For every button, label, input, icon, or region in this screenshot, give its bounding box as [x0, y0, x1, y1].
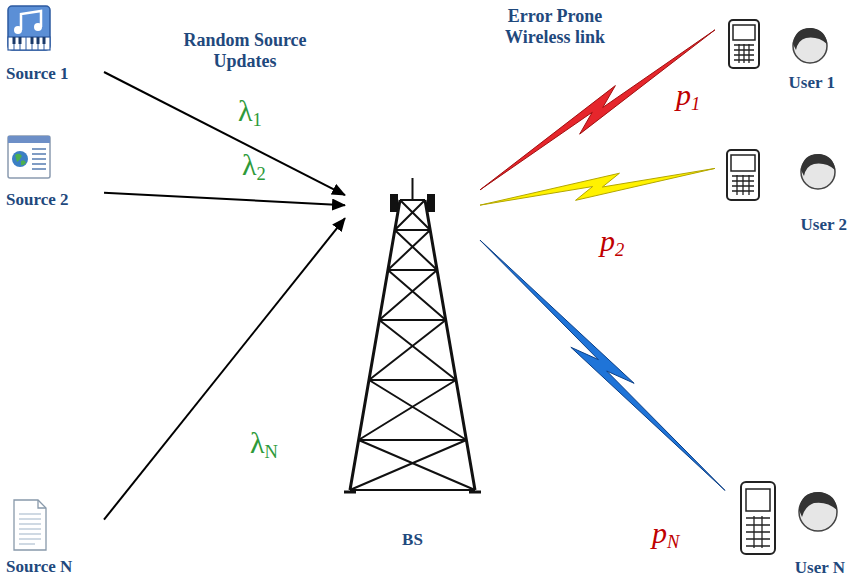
update-arrow [104, 72, 345, 195]
node-label: User N [795, 558, 845, 578]
arrival-rate-label: λN [250, 428, 278, 458]
wireless-link [480, 30, 715, 190]
annotation-text: Random Source Updates [165, 30, 325, 71]
tower-symbol [344, 178, 481, 492]
user-face [799, 492, 837, 531]
arrival-rate-label: λ2 [242, 150, 266, 180]
user-face [793, 28, 827, 63]
source-node: Source 2 [4, 132, 104, 210]
music-icon [8, 6, 50, 50]
user-node: User N [725, 475, 855, 578]
node-label: Source 1 [6, 64, 69, 84]
user-face [801, 154, 835, 189]
update-arrow [104, 193, 345, 205]
node-label: BS [402, 530, 423, 550]
node-label: Source 2 [6, 190, 69, 210]
wireless-link [480, 168, 715, 205]
node-label: Source N [6, 557, 72, 577]
node-label: User 2 [801, 215, 847, 235]
update-arrow [104, 218, 345, 519]
wireless-link [480, 240, 725, 490]
annotation-text: Error Prone Wireless link [490, 6, 620, 47]
success-prob-label: p2 [600, 226, 624, 256]
user-node: User 1 [715, 15, 855, 93]
success-prob-label: pN [652, 518, 679, 548]
phone-icon [741, 482, 775, 554]
success-prob-label: p1 [676, 80, 700, 110]
document-icon [14, 500, 46, 550]
node-label: User 1 [789, 73, 835, 93]
base-station-node: BS [345, 178, 480, 550]
browser-icon [8, 136, 50, 178]
arrival-rate-label: λ1 [238, 96, 262, 126]
user-node: User 2 [715, 145, 855, 235]
phone-icon [727, 150, 759, 200]
source-node: Source 1 [4, 4, 104, 84]
source-node: Source N [4, 495, 104, 577]
phone-icon [729, 20, 759, 68]
